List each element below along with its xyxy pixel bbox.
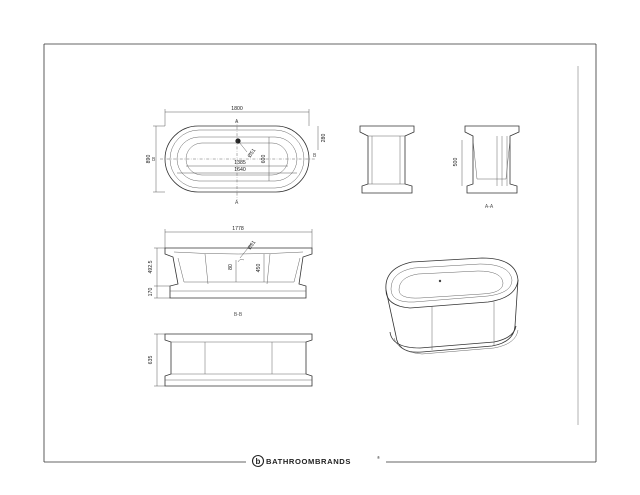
- end-elevation: [359, 125, 415, 194]
- dim-front-height: 635: [148, 356, 154, 365]
- section-marker-a-top: A: [235, 119, 239, 125]
- section-marker-b-right: B: [313, 153, 317, 159]
- dim-inner-width: 600: [261, 155, 267, 164]
- iso-waste-outlet-icon: [438, 279, 442, 283]
- dim-overall-width: 890: [146, 155, 152, 164]
- brand-trademark: ®: [377, 455, 380, 460]
- brand-logo-icon: [251, 454, 265, 468]
- sheet-frame: [43, 43, 597, 463]
- brand-footer: b BATHROOMBRANDS ®: [251, 454, 380, 468]
- dim-section-bb-waste: Ø51: [247, 240, 258, 252]
- brand-name: BATHROOMBRANDS: [266, 457, 351, 466]
- section-marker-a-bottom: A: [235, 200, 239, 206]
- dim-section-bb-waste-height: 80: [228, 264, 234, 270]
- front-elevation: 635: [148, 333, 313, 387]
- dim-waste-diameter: Ø51: [247, 148, 258, 160]
- section-aa-label: A-A: [485, 204, 494, 210]
- dim-section-bb-depth: 450: [256, 264, 262, 273]
- section-bb-label: B-B: [234, 312, 243, 318]
- section-marker-b-left: B: [152, 157, 156, 163]
- brand-logo-mark: b: [256, 457, 261, 466]
- dim-section-bb-length: 1778: [232, 226, 244, 232]
- dim-inner-length-2: 1640: [234, 167, 246, 173]
- isometric-view: [385, 257, 519, 355]
- top-view: 1800 890 280 600 1385 1640 Ø51 A A B B: [146, 106, 327, 206]
- dim-side-offset: 280: [321, 134, 327, 143]
- dim-section-bb-plinth: 170: [148, 288, 154, 297]
- dim-overall-length: 1800: [231, 106, 243, 112]
- section-bb: 1778 Ø51 80 450 492.5 170 B-B: [148, 226, 313, 318]
- dim-section-aa-depth: 500: [453, 158, 459, 167]
- section-aa: 500 A-A: [453, 125, 520, 210]
- dim-section-bb-height: 492.5: [148, 260, 154, 273]
- dim-inner-length: 1385: [234, 160, 246, 166]
